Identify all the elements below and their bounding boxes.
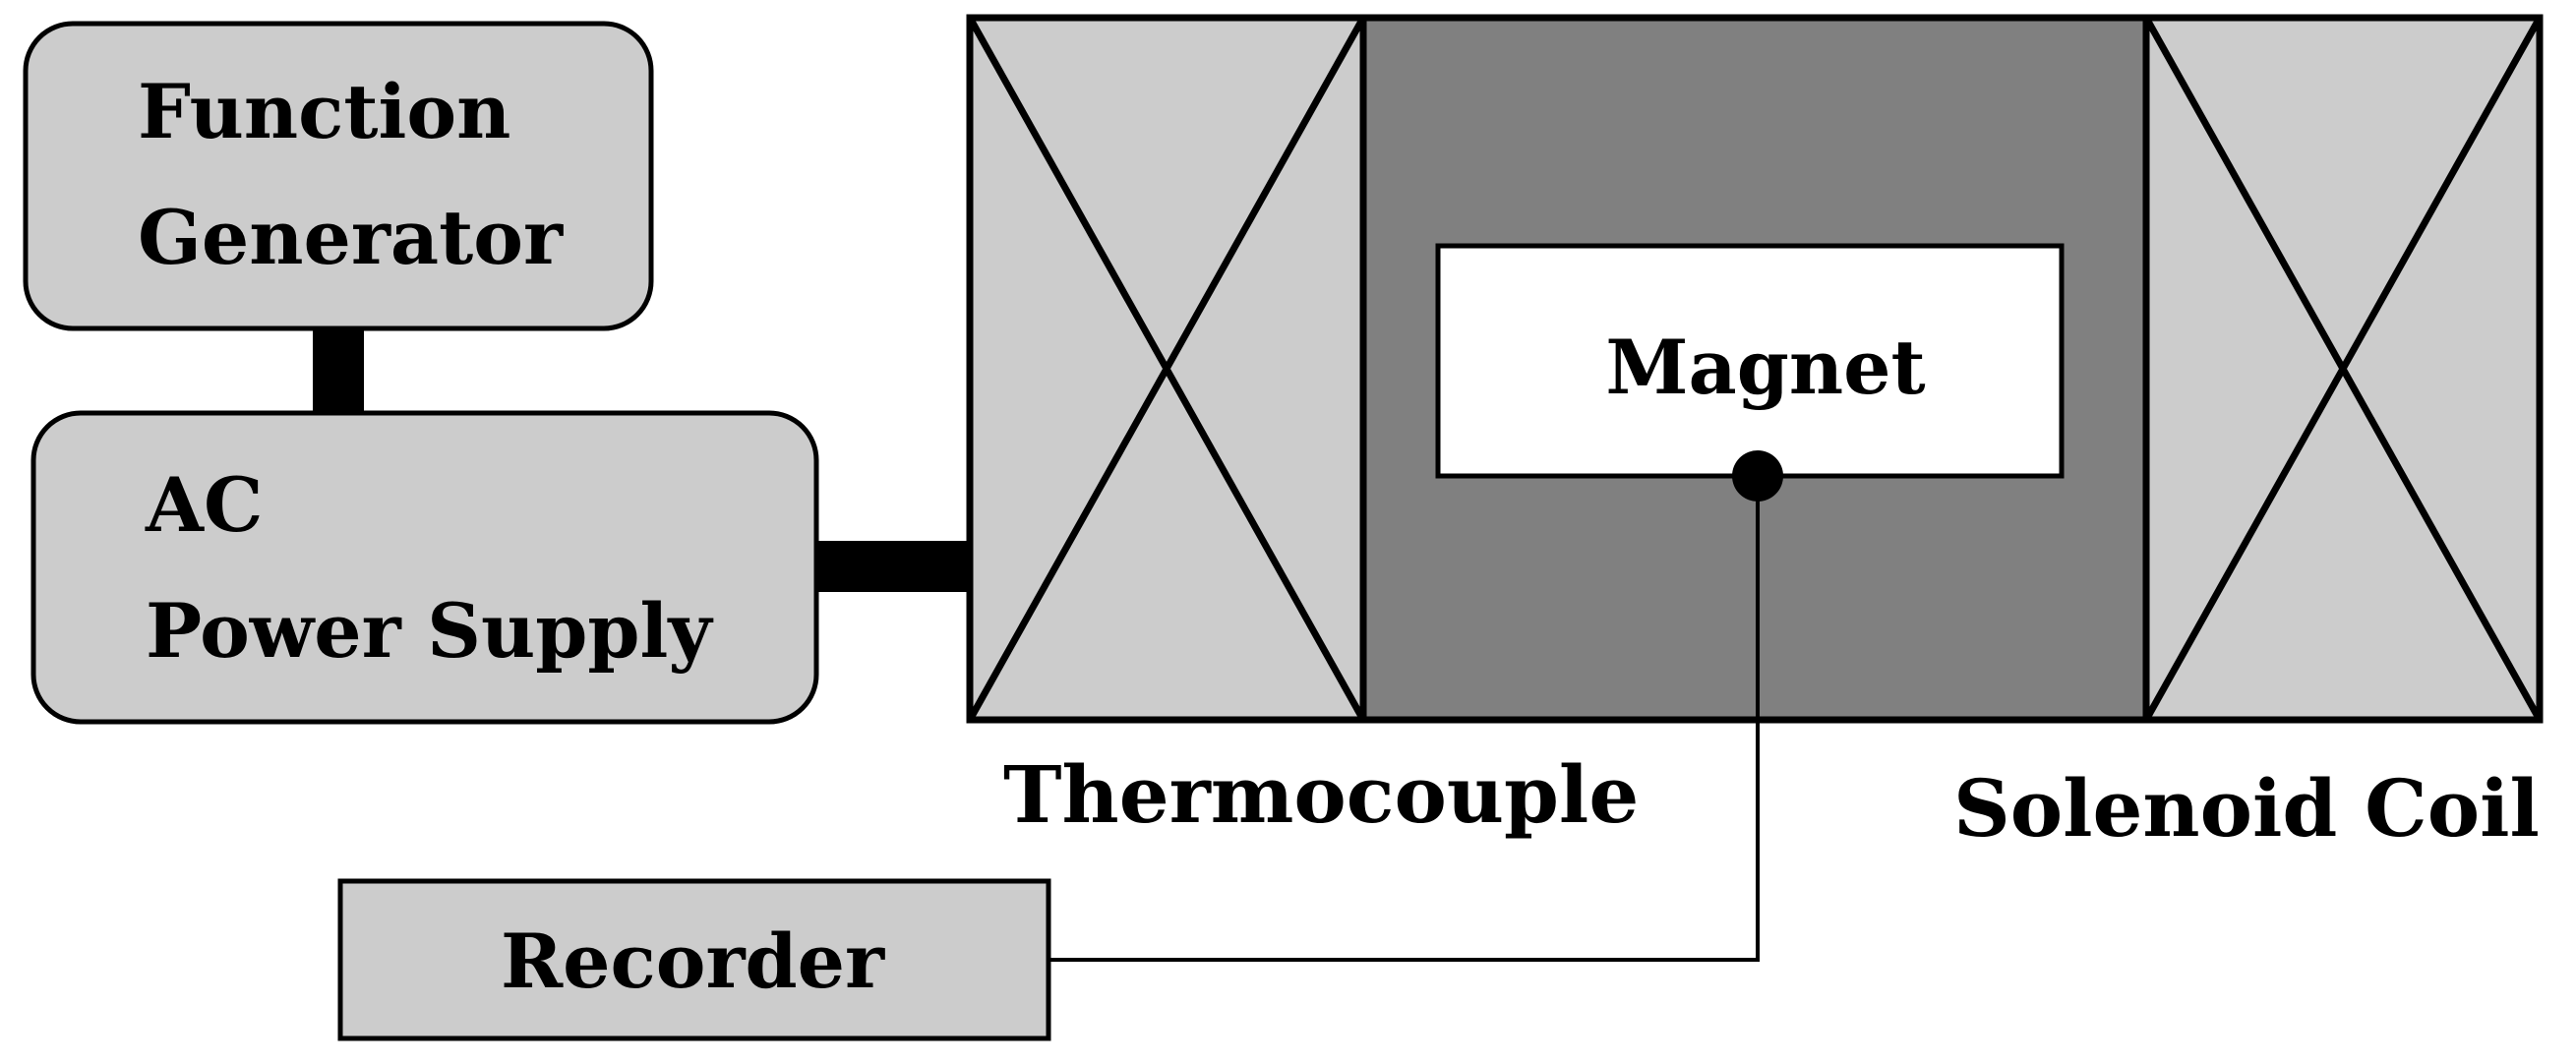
generator-to-power-connector (313, 328, 364, 415)
right-coil-section (2142, 14, 2544, 724)
recorder-label: Recorder (501, 917, 885, 1005)
power-to-coil-connector (816, 541, 970, 592)
right-coil-cross-line-2 (2142, 16, 2544, 722)
magnet-box (1435, 243, 2065, 479)
left-coil-section (966, 14, 1367, 724)
ac-power-supply-label-line2: Power Supply (146, 587, 713, 675)
recorder-block: Recorder (337, 878, 1051, 1041)
magnet-label: Magnet (1605, 324, 1925, 411)
function-generator-block: Function Generator (23, 21, 654, 331)
magnet-block: Magnet (1435, 243, 2065, 479)
recorder-box (337, 878, 1051, 1041)
ac-power-supply-label-line1: AC (145, 461, 263, 549)
function-generator-label-line1: Function (138, 68, 510, 155)
function-generator-label-line2: Generator (138, 194, 564, 281)
solenoid-coil-caption: Solenoid Coil (1953, 762, 2540, 855)
left-coil-cross-line-2 (966, 16, 1367, 722)
ac-power-supply-block: AC Power Supply (30, 410, 819, 725)
thermocouple-caption: Thermocouple (1003, 748, 1639, 841)
ac-power-supply-box (30, 410, 819, 725)
thermocouple-wire (1048, 476, 1760, 962)
